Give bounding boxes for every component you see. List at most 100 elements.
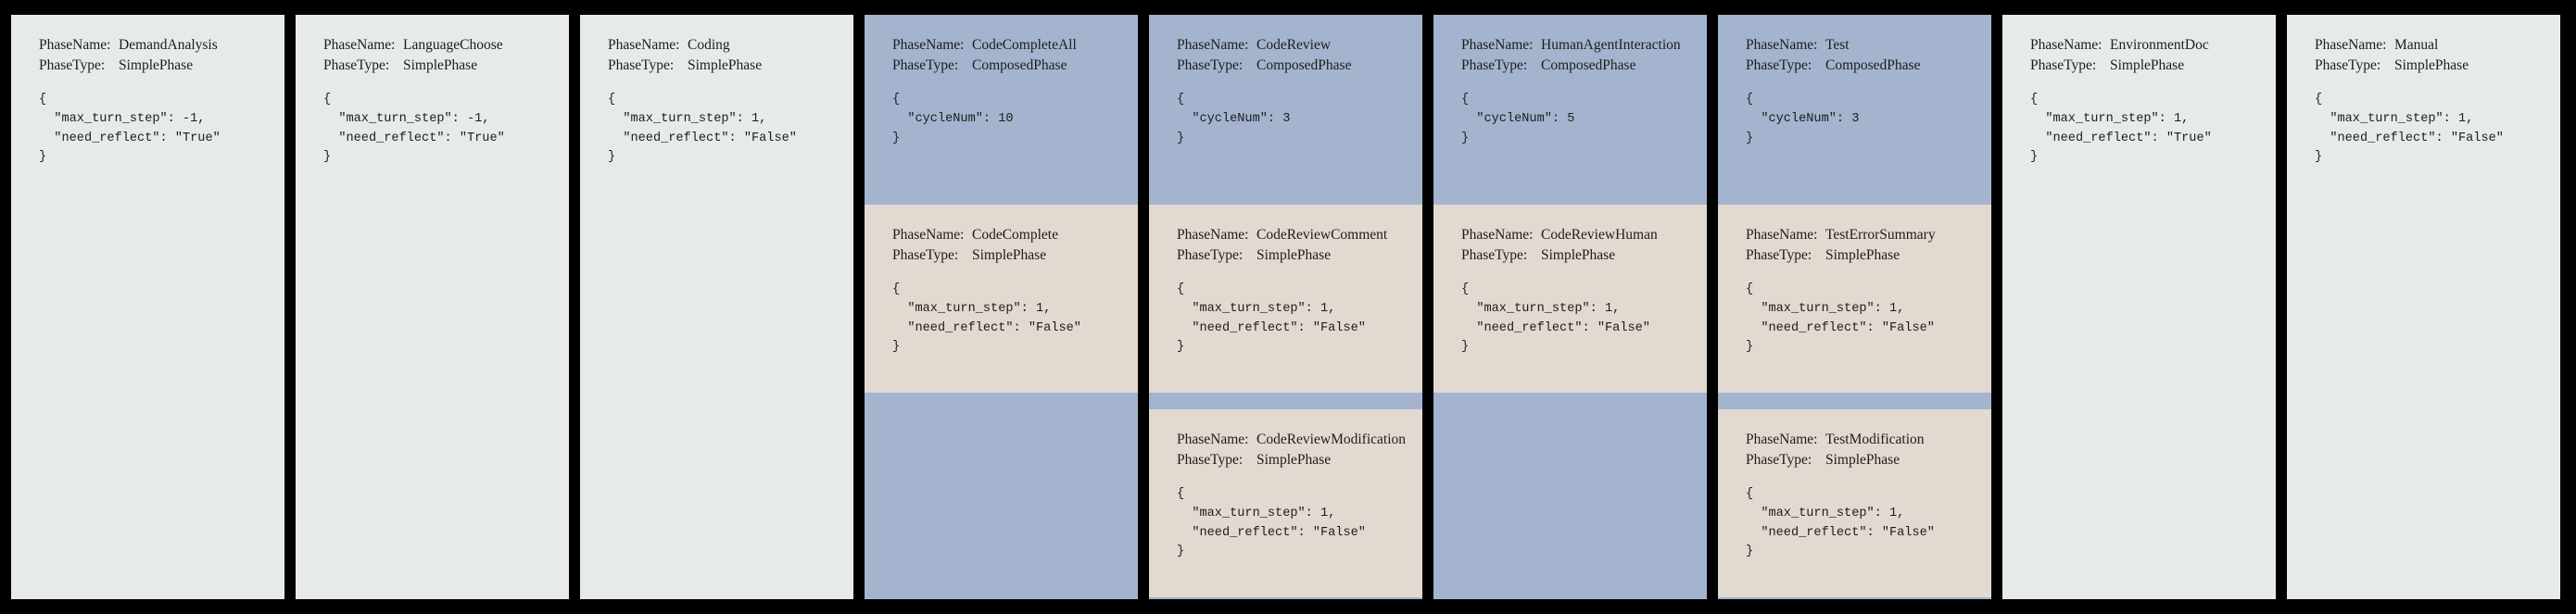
phase-type-label: PhaseType: (1177, 451, 1244, 468)
phase-name-value: CodeReviewHuman (1541, 227, 1658, 243)
composed-phase-filler (1718, 597, 1991, 599)
phase-header-row: PhaseType:SimplePhase (1746, 450, 1964, 470)
phase-name-value: HumanAgentInteraction (1541, 37, 1681, 53)
phase-type-label: PhaseType: (1746, 246, 1812, 263)
phase-name-label: PhaseName: (323, 37, 396, 53)
phase-type-label: PhaseType: (2315, 56, 2381, 73)
phase-config-json: { "cycleNum": 3 } (1177, 93, 1291, 145)
phase-type-label: PhaseType: (39, 56, 106, 73)
phase-header-row: PhaseType:SimplePhase (1746, 245, 1964, 266)
phase-name-label: PhaseName: (1177, 37, 1249, 53)
phase-name-label: PhaseName: (1461, 37, 1534, 53)
sub-phase-divider (1718, 393, 1991, 409)
phase-header-row: PhaseType: ComposedPhase (1461, 56, 1679, 76)
phase-type-label: PhaseType: (2030, 56, 2097, 73)
phase-name-label: PhaseName: (2315, 37, 2387, 53)
composed-phase-filler (865, 393, 1138, 599)
phase-type-label: PhaseType: (1746, 451, 1812, 468)
phase-name-value: CodeCompleteAll (972, 37, 1077, 53)
phase-type-label: PhaseType: (323, 56, 390, 73)
phase-type-value: SimplePhase (2110, 56, 2185, 73)
phase-name-label: PhaseName: (1177, 227, 1249, 243)
panel-gutter (2560, 15, 2571, 599)
phase-config-json: { "max_turn_step": 1, "need_reflect": "F… (1177, 487, 1366, 559)
panel-gutter (2276, 15, 2287, 599)
phase-header-row: PhaseName:Manual (2315, 35, 2532, 56)
phase-header-row: PhaseType:SimplePhase (608, 56, 826, 76)
phase-type-value: ComposedPhase (1825, 56, 1921, 73)
panel-gutter (1422, 15, 1433, 599)
phase-type-label: PhaseType: (1461, 56, 1528, 73)
phase-header-row: PhaseType:SimplePhase (323, 56, 541, 76)
panel-gutter (1138, 15, 1149, 599)
phase-config-json: { "cycleNum": 10 } (892, 93, 1014, 145)
phase-name-value: TestErrorSummary (1825, 227, 1936, 243)
phase-header-row: PhaseName:CodeReviewComment (1177, 225, 1395, 245)
phase-type-value: ComposedPhase (1541, 56, 1636, 73)
phase-header-row: PhaseType: SimplePhase (1177, 450, 1395, 470)
phase-name-value: Coding (688, 37, 730, 53)
phase-name-label: PhaseName: (1177, 432, 1249, 447)
phase-header-row: PhaseName:CodeReview (1177, 35, 1395, 56)
phase-config-json: { "max_turn_step": 1, "need_reflect": "F… (1746, 487, 1935, 559)
phase-header-row: PhaseName:DemandAnalysis (39, 35, 257, 56)
phase-header-row: PhaseName:CodeReviewHuman (1461, 225, 1679, 245)
phase-type-label: PhaseType: (1177, 56, 1244, 73)
phase-type-value: SimplePhase (1541, 246, 1616, 263)
phase-config-json: { "cycleNum": 3 } (1746, 93, 1860, 145)
phase-header-row: PhaseName: Coding (608, 35, 826, 56)
phase-header-row: PhaseType:SimplePhase (2315, 56, 2532, 76)
phase-name-label: PhaseName: (608, 37, 680, 53)
phase-name-label: PhaseName: (892, 37, 965, 53)
phase-config-json: { "max_turn_step": 1, "need_reflect": "T… (2030, 93, 2212, 165)
phase-header-row: PhaseType:ComposedPhase (1746, 56, 1964, 76)
phase-header-row: PhaseName:TestErrorSummary (1746, 225, 1964, 245)
sub-phase-divider (1149, 393, 1422, 409)
phase-type-value: SimplePhase (1256, 451, 1332, 468)
phase-header-row: PhaseName:CodeReviewModification (1177, 430, 1406, 450)
panel-gutter (1991, 15, 2002, 599)
phase-name-label: PhaseName: (2030, 37, 2102, 53)
panel-gutter (569, 15, 580, 599)
phase-type-label: PhaseType: (1461, 246, 1528, 263)
phase-header-row: PhaseType:ComposedPhase (892, 56, 1110, 76)
phase-config-json: { "cycleNum": 5 } (1461, 93, 1575, 145)
phase-type-value: ComposedPhase (1256, 56, 1352, 73)
phase-type-label: PhaseType: (892, 246, 959, 263)
phase-name-label: PhaseName: (892, 227, 965, 243)
phase-type-label: PhaseType: (608, 56, 675, 73)
phase-name-value: TestModification (1825, 432, 1925, 447)
phase-config-json: { "max_turn_step": 1, "need_reflect": "F… (1746, 282, 1935, 355)
